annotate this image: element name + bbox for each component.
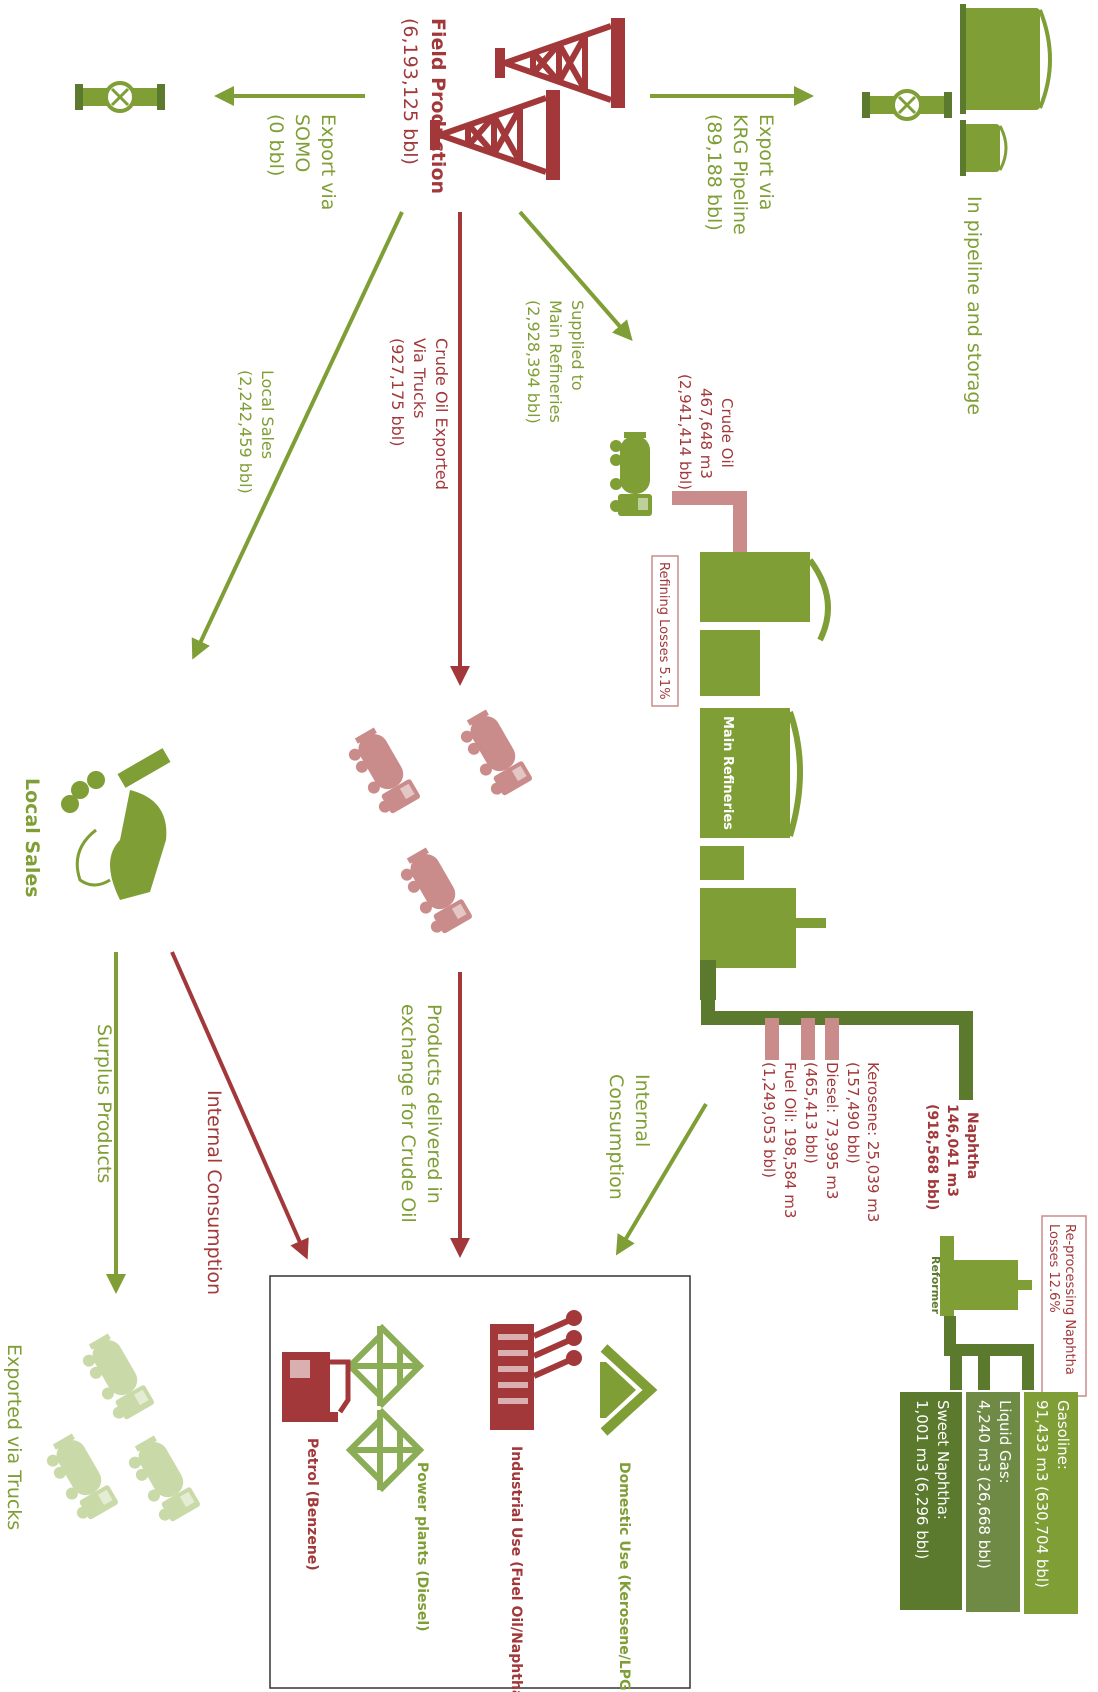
arrow-to-refineries [518, 210, 633, 342]
main-refineries-label: Main Refineries [720, 716, 735, 830]
main-refineries-icon [700, 552, 831, 1000]
liquid-gas-box [966, 1392, 1020, 1612]
refining-losses-box [651, 555, 679, 707]
crude-in-line-3: (2,941,414 bbl) [676, 374, 694, 490]
internal-consumption-label: Internal Consumption [605, 1074, 653, 1200]
local-sales-title: Local Sales [21, 778, 43, 898]
krg-line-2: KRG Pipeline [729, 114, 751, 235]
reprocessing-line-1: Re-processing Naphtha [1062, 1224, 1077, 1375]
surplus-label: Surplus Products [93, 1024, 115, 1183]
internal-line-1: Internal [631, 1074, 653, 1147]
factory-icon [490, 1310, 582, 1430]
liquid-gas-line-2: 4,240 m3 (26,668 bbl) [975, 1400, 993, 1569]
local-sales-flow-label: Local Sales (2,242,459 bbl) [236, 370, 277, 494]
crude-oil-input-label: Crude Oil 467,648 m3 (2,941,414 bbl) [676, 374, 736, 490]
refining-losses-label: Refining Losses 5.1% [656, 562, 671, 700]
industrial-use-label: Industrial Use (Fuel Oil/Naphtha) [508, 1446, 524, 1692]
gasoline-line-1: Gasoline: [1054, 1400, 1072, 1470]
reprocessing-line-2: Losses 12.6% [1046, 1224, 1061, 1313]
field-production-rigs [430, 18, 625, 180]
storage-tanks-icon [960, 4, 1052, 176]
products-delivered-label: Products delivered in exchange for Crude… [397, 1004, 445, 1223]
products-line-2: exchange for Crude Oil [397, 1004, 419, 1223]
field-production-title: Field Production [427, 18, 449, 194]
arrow-local-sales [191, 211, 404, 660]
fuel-oil-line-2: (1,249,053 bbl) [760, 1062, 778, 1178]
krg-line-1: Export via [755, 114, 777, 210]
krg-valve-icon [860, 89, 954, 121]
reformer-icon [940, 1236, 1034, 1390]
krg-line-3: (89,188 bbl) [703, 114, 725, 231]
internal-line-2: Consumption [605, 1074, 627, 1200]
consumption-box [269, 1275, 691, 1689]
storage-label: In pipeline and storage [963, 196, 985, 415]
exported-trucks-label: Exported via Trucks [3, 1344, 25, 1530]
fuel-oil-line-1: Fuel Oil: 198,584 m3 [781, 1062, 799, 1218]
naphtha-line-3: (918,568 bbl) [924, 1104, 940, 1210]
kerosene-line-2: (157,490 bbl) [844, 1062, 862, 1164]
krg-export-label: Export via KRG Pipeline (89,188 bbl) [703, 114, 777, 235]
domestic-use-label: Domestic Use (Kerosene/LPG) [616, 1462, 632, 1692]
somo-line-1: Export via [317, 114, 339, 210]
export-tanker-trucks-red [342, 706, 534, 939]
crude-exp-line-1: Crude Oil Exported [432, 338, 451, 490]
sweet-naphtha-line-1: Sweet Naphtha: [934, 1400, 952, 1520]
liquid-gas-line-1: Liquid Gas: [996, 1400, 1014, 1484]
sweet-naphtha-box [900, 1392, 962, 1610]
supplied-label: Supplied to Main Refineries (2,928,394 b… [524, 300, 587, 424]
crude-in-line-2: 467,648 m3 [697, 388, 715, 479]
somo-line-2: SOMO [291, 114, 313, 172]
supplied-line-3: (2,928,394 bbl) [524, 300, 543, 424]
arrow-internal-consumption [615, 1102, 708, 1256]
diesel-line-1: Diesel: 73,995 m3 [823, 1062, 841, 1199]
house-icon [600, 1344, 658, 1436]
refined-products-label: Kerosene: 25,039 m3 (157,490 bbl) Diesel… [760, 1062, 882, 1222]
somo-line-3: (0 bbl) [265, 114, 287, 176]
petrol-label: Petrol (Benzene) [304, 1438, 320, 1571]
crude-feed-pipe [672, 491, 747, 552]
gasoline-line-2: 91,433 m3 (630,704 bbl) [1033, 1400, 1051, 1588]
naphtha-label: Naphtha 146,041 m3 (918,568 bbl) [924, 1104, 980, 1210]
products-line-1: Products delivered in [423, 1004, 445, 1204]
fuel-pump-icon [282, 1352, 351, 1422]
supplied-line-2: Main Refineries [546, 300, 565, 423]
reformer-outputs: Gasoline: 91,433 m3 (630,704 bbl) Liquid… [900, 1392, 1078, 1614]
export-tanker-trucks-green [40, 1330, 202, 1527]
diesel-line-2: (465,413 bbl) [802, 1062, 820, 1164]
arrow-internal-consumption-red [170, 951, 309, 1260]
local-line-1: Local Sales [258, 370, 277, 459]
power-plants-label: Power plants (Diesel) [414, 1462, 430, 1632]
local-line-2: (2,242,459 bbl) [236, 370, 255, 494]
naphtha-line-1: Naphtha [964, 1112, 980, 1179]
handshake-icon [61, 748, 171, 900]
somo-valve-icon [73, 81, 167, 113]
naphtha-line-2: 146,041 m3 [944, 1104, 960, 1197]
internal-consumption-red-label: Internal Consumption [203, 1090, 225, 1295]
crude-in-line-1: Crude Oil [718, 398, 736, 468]
sweet-naphtha-line-2: 1,001 m3 (6,296 bbl) [913, 1400, 931, 1559]
crude-tanker-truck-icon [610, 432, 652, 516]
gasoline-box [1024, 1392, 1078, 1614]
field-production-value: (6,193,125 bbl) [399, 18, 421, 165]
somo-export-label: Export via SOMO (0 bbl) [265, 114, 339, 210]
crude-exported-label: Crude Oil Exported Via Trucks (927,175 b… [388, 338, 451, 490]
reformer-label: Reformer [929, 1256, 942, 1315]
crude-exp-line-3: (927,175 bbl) [388, 338, 407, 447]
reprocessing-losses-box [1041, 1215, 1087, 1397]
kerosene-line-1: Kerosene: 25,039 m3 [864, 1062, 882, 1222]
field-production-label: Field Production (6,193,125 bbl) [399, 18, 449, 194]
crude-exp-line-2: Via Trucks [410, 338, 429, 418]
supplied-line-1: Supplied to [568, 300, 587, 391]
